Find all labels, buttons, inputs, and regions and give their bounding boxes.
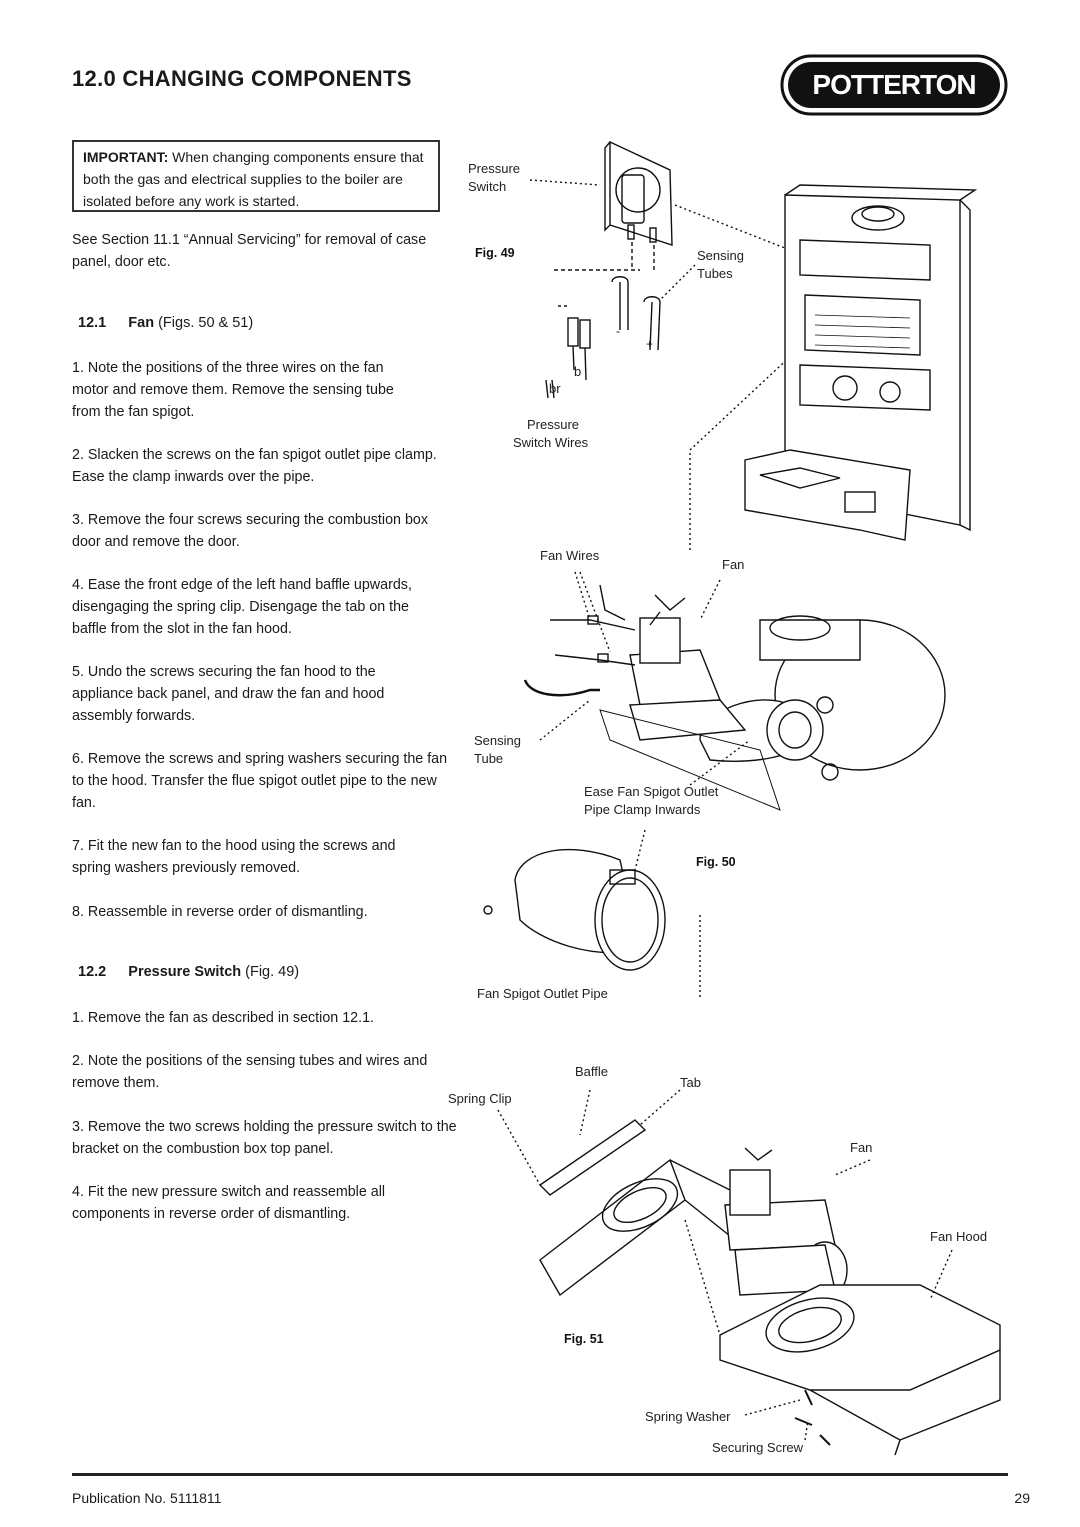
fan-step-7: 7. Fit the new fan to the hood using the…: [72, 838, 396, 876]
figure-50: Fan Wires Fan Sensing Tube Ease Fan Spig…: [460, 540, 960, 1040]
label-tab: Tab: [680, 1075, 701, 1090]
label-spring-clip: Spring Clip: [448, 1091, 512, 1106]
baffle-drawing: [538, 1119, 771, 1297]
label-outlet-pipe: Fan Spigot Outlet Pipe: [477, 986, 608, 1000]
leader-line: [674, 204, 791, 251]
important-notice: IMPORTANT: When changing components ensu…: [72, 140, 440, 212]
label-fan-wires: Fan Wires: [540, 548, 600, 563]
fan-step-5: 5. Undo the screws securing the fan hood…: [72, 664, 385, 724]
label-securing-screw: Securing Screw: [712, 1440, 804, 1455]
section-number: 12.2: [78, 964, 107, 980]
label-wire-br: br: [549, 381, 561, 396]
leader-line: [659, 264, 696, 301]
label-fan: Fan: [850, 1140, 872, 1155]
figure-50-label: Fig. 50: [696, 855, 736, 869]
important-text: When changing components ensure that bot…: [83, 149, 424, 209]
label-fan-hood: Fan Hood: [930, 1229, 987, 1244]
fan-step-8: 8. Reassemble in reverse order of disman…: [72, 904, 368, 920]
page-title: 12.0 CHANGING COMPONENTS: [72, 66, 412, 91]
fan-step-1: 1. Note the positions of the three wires…: [72, 360, 394, 420]
boiler-drawing: [744, 184, 978, 541]
label-sensing-tube-2: Tube: [474, 751, 503, 766]
leader-line: [529, 179, 601, 186]
hood-plate-drawing: [719, 1284, 1001, 1456]
label-pressure-switch-1: Pressure: [468, 161, 520, 176]
label-wire-b: b: [574, 364, 581, 379]
potterton-logo: POTTERTON: [780, 54, 1008, 116]
ps-step-2: 2. Note the positions of the sensing tub…: [72, 1053, 428, 1091]
pressure-switch-wires-drawing: [545, 269, 661, 399]
label-ps-wires-2: Switch Wires: [513, 435, 589, 450]
fan-step-2: 2. Slacken the screws on the fan spigot …: [72, 447, 437, 485]
label-pressure-switch-2: Switch: [468, 179, 506, 194]
footer-rule: [72, 1473, 1008, 1476]
figure-51-label: Fig. 51: [564, 1332, 604, 1346]
label-clamp-2: Pipe Clamp Inwards: [584, 802, 701, 817]
publication-number: Publication No. 5111811: [72, 1490, 222, 1506]
ps-step-1: 1. Remove the fan as described in sectio…: [72, 1010, 375, 1026]
pressure-switch-drawing: [604, 140, 673, 270]
fan-step-6: 6. Remove the screws and spring washers …: [72, 751, 448, 811]
label-plus: +: [646, 337, 653, 351]
section-figure-ref: (Fig. 49): [241, 964, 300, 980]
label-fan: Fan: [722, 557, 744, 572]
important-lead: IMPORTANT:: [83, 149, 169, 165]
label-sensing-tubes-1: Sensing: [697, 248, 744, 263]
section-heading-pressure-switch: 12.2 Pressure Switch (Fig. 49): [78, 964, 299, 980]
ps-step-4: 4. Fit the new pressure switch and reass…: [72, 1184, 386, 1222]
label-sensing-tubes-2: Tubes: [697, 266, 733, 281]
section-name: Fan: [128, 315, 155, 331]
fan-step-3: 3. Remove the four screws securing the c…: [72, 512, 429, 550]
intro-paragraph: See Section 11.1 “Annual Servicing” for …: [72, 232, 427, 270]
fan-assembly-drawing: [599, 594, 946, 811]
fan-step-4: 4. Ease the front edge of the left hand …: [72, 577, 412, 637]
section-name: Pressure Switch: [128, 964, 242, 980]
figure-49-label: Fig. 49: [475, 246, 515, 260]
fan-and-hood-drawing: [724, 1147, 848, 1299]
fan-wires-drawing: [523, 584, 636, 697]
ps-step-3: 3. Remove the two screws holding the pre…: [72, 1119, 457, 1157]
section-number: 12.1: [78, 315, 107, 331]
label-spring-washer: Spring Washer: [645, 1409, 731, 1424]
label-sensing-tube-1: Sensing: [474, 733, 521, 748]
label-minus: -: [616, 324, 620, 338]
brand-wordmark: POTTERTON: [812, 69, 975, 100]
section-figure-ref: (Figs. 50 & 51): [154, 315, 254, 331]
figure-51: Baffle Tab Spring Clip Fan Fan Hood Fig.…: [440, 1060, 1010, 1460]
label-ps-wires-1: Pressure: [527, 417, 579, 432]
section-heading-fan: 12.1 Fan (Figs. 50 & 51): [78, 315, 253, 331]
label-baffle: Baffle: [575, 1064, 608, 1079]
label-clamp-1: Ease Fan Spigot Outlet: [584, 784, 719, 799]
page-number: 29: [1014, 1490, 1030, 1506]
fan-spigot-outlet-pipe-drawing: [483, 848, 666, 971]
figure-49: Pressure Switch Fig. 49 Sensing Tubes - …: [460, 130, 1020, 560]
